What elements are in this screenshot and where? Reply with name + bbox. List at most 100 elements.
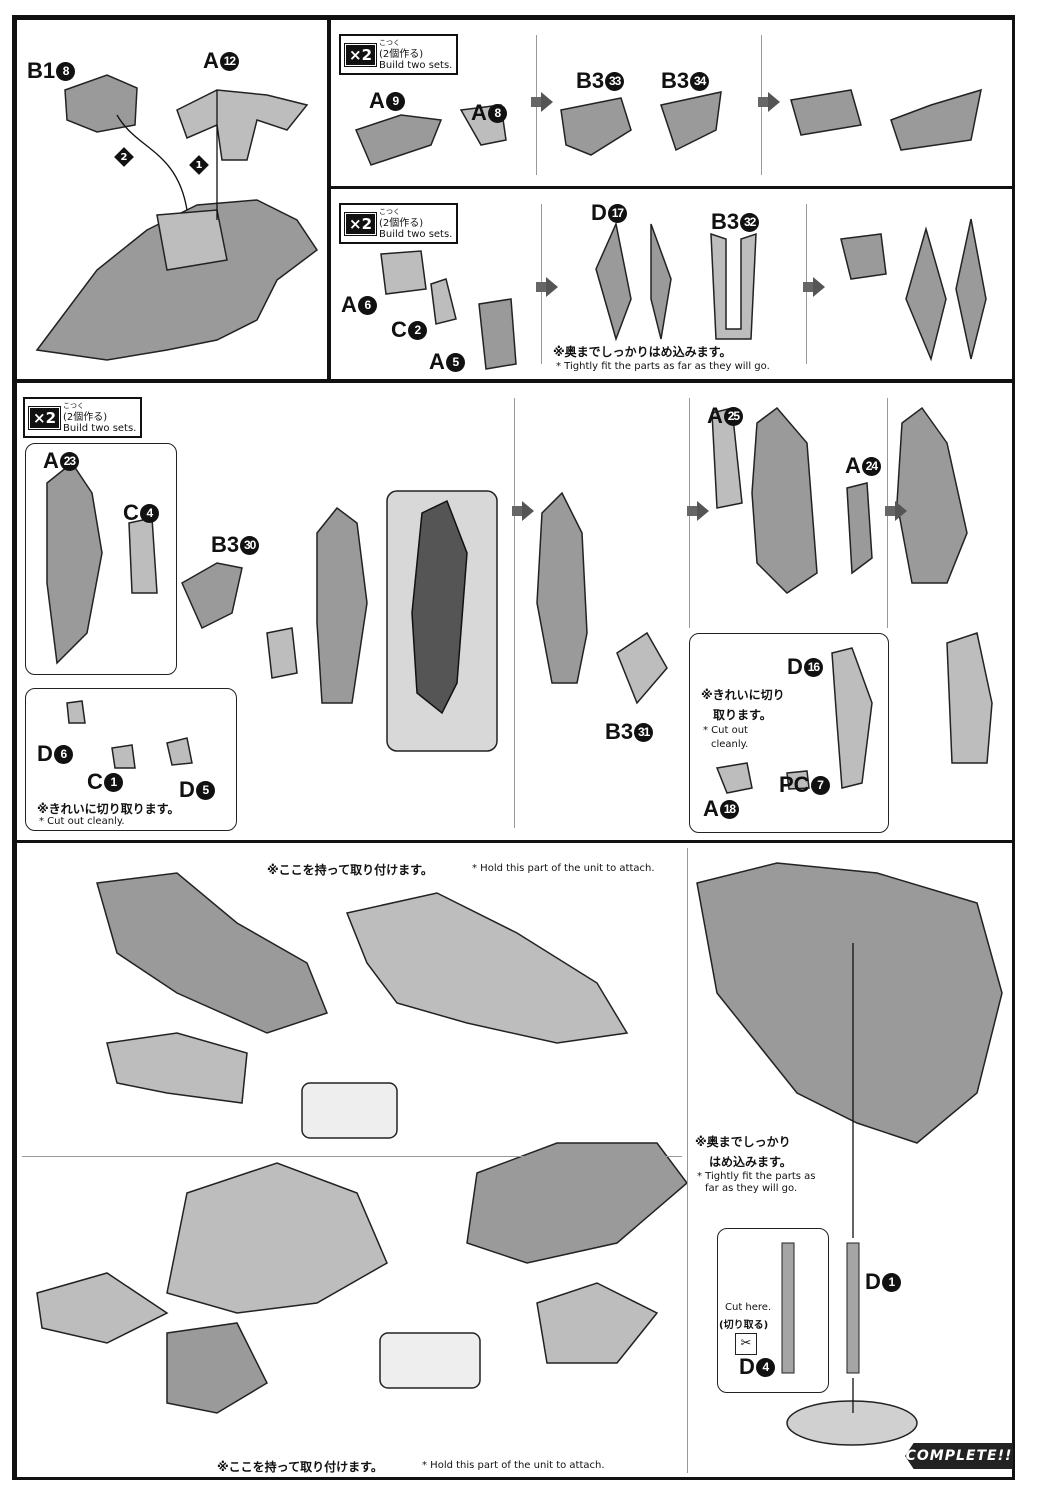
cut-note2-jp-line1: ※きれいに切り <box>701 688 785 702</box>
label-text: D <box>865 1269 881 1294</box>
sub-assembly-box <box>689 633 889 833</box>
label-text: A <box>43 448 59 473</box>
step-marker-2: 2 <box>114 147 134 167</box>
label-text: (2個作る) <box>63 412 108 423</box>
cut-here-jp: (切り取る) <box>719 1320 769 1331</box>
label-text: 2 <box>407 320 427 340</box>
panel-step-final: ※ここを持って取り付けます。 * Hold this part of the u… <box>14 840 1015 1480</box>
next-arrow-icon <box>803 277 825 297</box>
next-arrow-icon <box>531 92 553 112</box>
complete-banner: COMPLETE!! <box>905 1443 1013 1469</box>
label-text: C <box>87 769 103 794</box>
label-text: 1 <box>881 1272 901 1292</box>
label-text: ×2 <box>343 42 378 67</box>
label-text: A <box>471 100 487 125</box>
fit-note-jp: ※奥までしっかりはめ込みます。 <box>553 345 732 359</box>
label-text: D <box>591 200 607 225</box>
part-number: 12 <box>219 51 239 71</box>
label-text: D <box>739 1354 755 1379</box>
cut-note-en: * Cut out cleanly. <box>39 816 125 827</box>
sub-assembly-box <box>25 688 237 831</box>
sub-assembly-box <box>25 443 177 675</box>
label-text: 6 <box>357 295 377 315</box>
next-arrow-icon <box>885 501 907 521</box>
step-marker-1: 1 <box>189 155 209 175</box>
cut-note2-en-line1: * Cut out <box>703 725 748 736</box>
final-assembly-illustration <box>36 862 1003 1446</box>
hold-note-en-bottom: * Hold this part of the unit to attach. <box>422 1460 605 1471</box>
fit-note-en-line1: * Tightly fit the parts as <box>697 1171 816 1182</box>
label-text: 4 <box>139 503 159 523</box>
label-text: 5 <box>445 352 465 372</box>
label-text: PC <box>779 772 810 797</box>
label-text: A <box>707 403 723 428</box>
label-text: 6 <box>53 744 73 764</box>
part-letter: B1 <box>27 58 56 83</box>
label-text: B3 <box>605 719 634 744</box>
label-text: A <box>703 796 719 821</box>
cut-here-en: Cut here. <box>725 1302 772 1313</box>
hold-note-jp-top: ※ここを持って取り付けます。 <box>267 863 433 877</box>
fit-note-en-line2: far as they will go. <box>705 1183 798 1194</box>
label-text: 8 <box>487 103 507 123</box>
label-text: B3 <box>661 68 690 93</box>
part-number: 8 <box>56 61 76 81</box>
cut-note2-jp-line2: 取ります。 <box>713 708 772 722</box>
label-text: 5 <box>195 780 215 800</box>
fit-note-jp-line2: はめ込みます。 <box>709 1155 792 1169</box>
label-text: 4 <box>755 1357 775 1377</box>
label-text: 7 <box>810 775 830 795</box>
label-text: A <box>341 292 357 317</box>
label-text: 34 <box>690 71 710 91</box>
label-text: (2個作る) <box>379 218 424 229</box>
cut-note-jp: ※きれいに切り取ります。 <box>37 802 180 816</box>
label-text: B3 <box>211 532 240 557</box>
label-text: 9 <box>385 91 405 111</box>
leg-assembly-illustration <box>46 406 993 794</box>
label-text: Build two sets. <box>379 229 453 240</box>
fit-note-en: * Tightly fit the parts as far as they w… <box>556 361 770 372</box>
label-text: ×2 <box>27 405 62 430</box>
label-text: A <box>369 88 385 113</box>
label-text: D <box>179 777 195 802</box>
label-text: 17 <box>607 203 627 223</box>
label-text: B3 <box>711 209 740 234</box>
label-text: 1 <box>103 772 123 792</box>
label-text: 33 <box>605 71 625 91</box>
body-assembly-illustration <box>35 74 319 361</box>
label-text: 1 <box>195 159 203 171</box>
next-arrow-icon <box>687 501 709 521</box>
label-text: こつく(2個作る)Build two sets. <box>379 208 453 240</box>
cut-note2-en-line2: cleanly. <box>711 739 749 750</box>
wing-connector-illustration <box>380 218 987 370</box>
label-text: D <box>37 741 53 766</box>
label-text: 2 <box>120 151 128 163</box>
label-text: 16 <box>803 657 823 677</box>
label-text: B3 <box>576 68 605 93</box>
label-text: A <box>845 453 861 478</box>
label-text: こつく(2個作る)Build two sets. <box>379 39 453 71</box>
fit-note-jp-line1: ※奥までしっかり <box>695 1135 791 1149</box>
